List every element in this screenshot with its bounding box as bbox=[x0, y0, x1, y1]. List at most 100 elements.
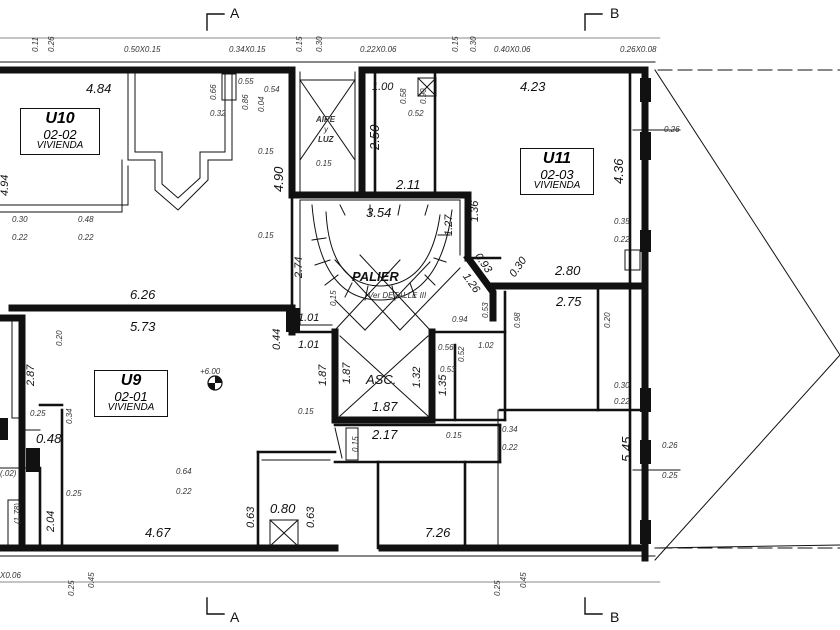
top-dim: 0.30 bbox=[315, 36, 324, 52]
dim-label: 0.15 bbox=[316, 159, 332, 168]
top-dim: 0.11 bbox=[31, 37, 40, 52]
dim-label: 2.11 bbox=[396, 177, 421, 192]
top-dim: 0.15 bbox=[451, 36, 460, 52]
dim-label: 4.90 bbox=[271, 166, 286, 192]
dim-label: 0.22 bbox=[12, 233, 28, 242]
dim-label: 1.32 bbox=[411, 366, 423, 388]
dim-label: 4.84 bbox=[86, 81, 112, 96]
dim-label: 2.17 bbox=[372, 427, 398, 442]
level-marker bbox=[207, 375, 223, 391]
aire-luz-label-3: LUZ bbox=[318, 135, 334, 144]
dim-label: 2.04 bbox=[45, 510, 57, 532]
section-label-a-bottom: A bbox=[230, 609, 240, 625]
dim-label: 1.35 bbox=[437, 374, 449, 396]
dim-label: 0.25 bbox=[66, 489, 82, 498]
dim-label: 2.74 bbox=[293, 256, 305, 278]
dim-label: 0.26 bbox=[664, 125, 680, 134]
detalle-label: Ver DETALLE III bbox=[368, 291, 427, 300]
dim-label: 2.80 bbox=[555, 263, 581, 278]
dim-label: 0.32 bbox=[210, 109, 226, 118]
top-dim: 0.40X0.06 bbox=[494, 45, 531, 54]
top-dim: 0.26X0.08 bbox=[620, 45, 657, 54]
columns bbox=[0, 78, 651, 544]
dim-label: 0.25 bbox=[30, 409, 46, 418]
bottom-dim: 0.25 bbox=[67, 580, 76, 596]
section-label-b-bottom: B bbox=[610, 609, 620, 625]
unit-use: VIVIENDA bbox=[36, 140, 84, 152]
dim-label: 4.23 bbox=[520, 79, 546, 94]
dim-label: 0.56 bbox=[438, 343, 454, 352]
dim-label: 0.15 bbox=[351, 436, 360, 452]
dim-label: 0.52 bbox=[408, 109, 424, 118]
dim-label: 4.36 bbox=[611, 158, 626, 184]
bottom-dim: 0.45 bbox=[87, 572, 96, 588]
top-dim: 0.26 bbox=[47, 36, 56, 52]
dim-label: 1.01 bbox=[298, 339, 320, 351]
level-label: +6.00 bbox=[200, 367, 221, 376]
dim-label: 1.87 bbox=[341, 362, 353, 384]
dim-label: 0.15 bbox=[258, 147, 274, 156]
dim-label: 5.45 bbox=[619, 436, 634, 462]
dim-label: 0.64 bbox=[176, 467, 192, 476]
dim-label: 0.90 bbox=[419, 88, 428, 104]
top-dim: 0.34X0.15 bbox=[229, 45, 266, 54]
dim-label: 7.26 bbox=[425, 525, 451, 540]
dim-label: 1.36 bbox=[469, 200, 481, 222]
unit-code: 02-01 bbox=[114, 388, 148, 404]
dim-label: 0.22 bbox=[176, 487, 192, 496]
top-dim: 0.50X0.15 bbox=[124, 45, 161, 54]
dim-label: (.02) bbox=[0, 469, 17, 478]
dim-label: 0.30 bbox=[12, 215, 28, 224]
dim-label: 4.94 bbox=[0, 174, 11, 196]
dim-label: 0.20 bbox=[603, 312, 612, 328]
dim-label: 0.30 bbox=[614, 381, 630, 390]
dim-label: 0.34 bbox=[65, 408, 74, 424]
dim-label: 6.26 bbox=[130, 287, 156, 302]
dim-label: 0.22 bbox=[502, 443, 518, 452]
dim-label: 0.34 bbox=[502, 425, 518, 434]
dim-label: 2.75 bbox=[556, 294, 582, 309]
bottom-dim: 0.25 bbox=[493, 580, 502, 596]
fixtures-lines bbox=[0, 61, 681, 557]
projection-lines bbox=[657, 69, 840, 549]
section-label-b-top: B bbox=[610, 5, 620, 21]
dim-label: 0.55 bbox=[238, 77, 254, 86]
dim-label: 0.86 bbox=[241, 94, 250, 110]
dim-label: 0.22 bbox=[614, 235, 630, 244]
dim-label: 0.26 bbox=[662, 441, 678, 450]
balcony-outline bbox=[654, 69, 840, 561]
dim-label: 4.67 bbox=[145, 525, 171, 540]
dim-label: 0.53 bbox=[481, 302, 490, 318]
top-dim: 0.30 bbox=[469, 36, 478, 52]
aire-luz-label-1: AIRE bbox=[316, 115, 336, 124]
dim-label: 1.27 bbox=[443, 214, 455, 236]
dim-label: 2.50 bbox=[367, 124, 382, 150]
bottom-dim: X0.06 bbox=[0, 571, 21, 580]
dim-label: 0.80 bbox=[270, 501, 296, 516]
unit-u11-label: U11 02-03 VIVIENDA bbox=[520, 148, 594, 195]
unit-u9-label: U9 02-01 VIVIENDA bbox=[94, 370, 168, 417]
dim-label: 0.25 bbox=[662, 471, 678, 480]
unit-number: U9 bbox=[120, 372, 142, 389]
top-dim: 0.22X0.06 bbox=[360, 45, 397, 54]
dim-label: 0.35 bbox=[614, 217, 630, 226]
dim-label: 3.54 bbox=[366, 205, 392, 220]
bottom-dim: 0.45 bbox=[519, 572, 528, 588]
unit-number: U11 bbox=[542, 150, 572, 167]
dim-label: 0.15 bbox=[258, 231, 274, 240]
section-marks bbox=[0, 13, 661, 615]
dim-label: 0.63 bbox=[305, 506, 317, 528]
unit-code: 02-03 bbox=[540, 166, 574, 182]
section-label-a-top: A bbox=[230, 5, 240, 21]
dim-label: 0.22 bbox=[614, 397, 630, 406]
dim-label: 0.48 bbox=[36, 431, 62, 446]
dim-label: 0.94 bbox=[452, 315, 468, 324]
dim-label: 0.52 bbox=[457, 346, 466, 362]
aire-luz-label-2: y bbox=[324, 125, 328, 134]
dim-label: 1.01 bbox=[298, 312, 320, 324]
dim-label: 0.04 bbox=[257, 96, 266, 112]
top-dim: 0.15 bbox=[295, 36, 304, 52]
unit-number: U10 bbox=[45, 110, 75, 127]
dim-label: 0.20 bbox=[55, 330, 64, 346]
unit-u10-label: U10 02-02 VIVIENDA bbox=[20, 108, 100, 155]
